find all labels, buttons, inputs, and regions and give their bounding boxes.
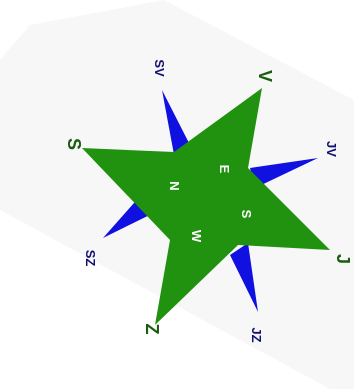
label-s: S bbox=[64, 138, 84, 150]
center-label-n: N bbox=[167, 181, 182, 190]
label-v: V bbox=[255, 70, 275, 82]
label-j: J bbox=[333, 254, 353, 264]
label-sz: SZ bbox=[83, 250, 98, 267]
center-label-s: S bbox=[239, 210, 254, 219]
center-label-w: W bbox=[189, 230, 204, 243]
label-sv: SV bbox=[152, 59, 167, 77]
center-label-e: E bbox=[217, 165, 232, 174]
label-z: Z bbox=[142, 324, 162, 335]
label-jz: JZ bbox=[249, 327, 264, 342]
label-jv: JV bbox=[324, 141, 339, 157]
